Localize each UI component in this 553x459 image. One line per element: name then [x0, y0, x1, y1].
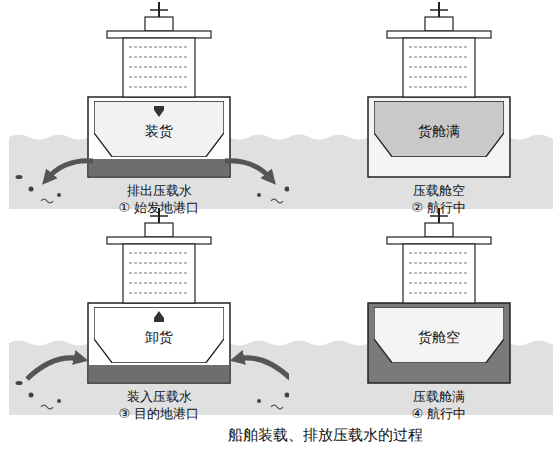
ship-unloading — [9, 208, 309, 415]
cargo-hold: 装货 — [94, 101, 224, 157]
state-label: 排出压载水 — [127, 183, 192, 199]
unload-arrow — [152, 310, 166, 324]
ship-sailing-full — [289, 2, 553, 209]
stage-label: ④ 航行中 — [412, 406, 467, 422]
hold-label: 货舱空 — [374, 307, 504, 346]
state-label: 压载舱空 — [413, 183, 465, 199]
hold-label: 卸货 — [94, 307, 224, 346]
stage-label: ③ 目的地港口 — [119, 406, 200, 422]
cargo-hold: 货舱空 — [374, 307, 504, 363]
hold-label: 装货 — [94, 101, 224, 140]
hold-label: 货舱满 — [374, 101, 504, 140]
load-arrow — [152, 104, 166, 118]
state-label: 装入压载水 — [127, 389, 192, 405]
stage-label: ① 始发地港口 — [119, 200, 200, 216]
cargo-hold: 卸货 — [94, 307, 224, 363]
cargo-hold: 货舱满 — [374, 101, 504, 157]
stage-label: ② 航行中 — [412, 200, 467, 216]
state-label: 压载舱满 — [413, 389, 465, 405]
ship-loading — [9, 2, 309, 209]
figure-caption: 船舶装载、排放压载水的过程 — [228, 426, 423, 444]
ship-sailing-empty — [289, 208, 553, 415]
